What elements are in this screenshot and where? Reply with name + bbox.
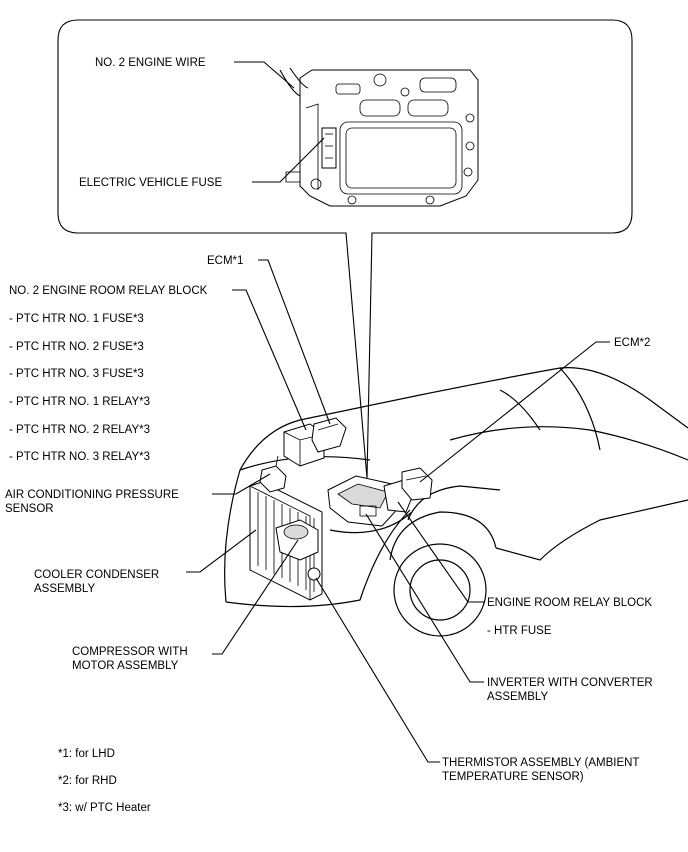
label-thermistor-line2: TEMPERATURE SENSOR): [442, 771, 584, 783]
label-no2-engine-room-relay-block: NO. 2 ENGINE ROOM RELAY BLOCK: [9, 285, 208, 297]
ptc-item: - PTC HTR NO. 3 RELAY*3: [9, 451, 150, 463]
label-ecm1: ECM*1: [207, 255, 243, 267]
footnote: *2: for RHD: [58, 775, 117, 787]
label-htr-fuse: - HTR FUSE: [487, 625, 552, 637]
ac-pressure-sensor-shape: [259, 455, 287, 493]
label-electric-vehicle-fuse: ELECTRIC VEHICLE FUSE: [79, 177, 222, 189]
ptc-item: - PTC HTR NO. 3 FUSE*3: [9, 368, 144, 380]
ptc-item: - PTC HTR NO. 1 RELAY*3: [9, 396, 150, 408]
leader-lines: [186, 61, 610, 763]
compressor-shape: [275, 519, 321, 581]
label-ac-pressure-sensor-line2: SENSOR: [5, 503, 54, 515]
label-ecm2: ECM*2: [614, 337, 650, 349]
inverter-top-view: [279, 67, 479, 207]
footnote: *1: for LHD: [58, 748, 115, 760]
ecm1-shape: [311, 417, 347, 453]
footnote: *3: w/ PTC Heater: [58, 802, 151, 814]
ptc-item: - PTC HTR NO. 1 FUSE*3: [9, 313, 144, 325]
label-engine-room-relay-block: ENGINE ROOM RELAY BLOCK: [487, 597, 652, 609]
label-inverter-line2: ASSEMBLY: [487, 691, 548, 703]
label-no2-engine-wire: NO. 2 ENGINE WIRE: [95, 57, 206, 69]
callout-bubble: [57, 19, 633, 479]
inverter-shape: [327, 475, 403, 527]
label-cooler-condenser-line2: ASSEMBLY: [34, 583, 95, 595]
label-thermistor: THERMISTOR ASSEMBLY (AMBIENT: [442, 757, 639, 769]
ptc-item: - PTC HTR NO. 2 FUSE*3: [9, 341, 144, 353]
label-ac-pressure-sensor: AIR CONDITIONING PRESSURE: [5, 489, 179, 501]
label-compressor-line2: MOTOR ASSEMBLY: [72, 660, 179, 672]
label-compressor: COMPRESSOR WITH: [72, 646, 188, 658]
label-inverter: INVERTER WITH CONVERTER: [487, 677, 653, 689]
ecm2-shape: [401, 467, 433, 501]
label-cooler-condenser: COOLER CONDENSER: [34, 569, 159, 581]
ptc-item: - PTC HTR NO. 2 RELAY*3: [9, 424, 150, 436]
